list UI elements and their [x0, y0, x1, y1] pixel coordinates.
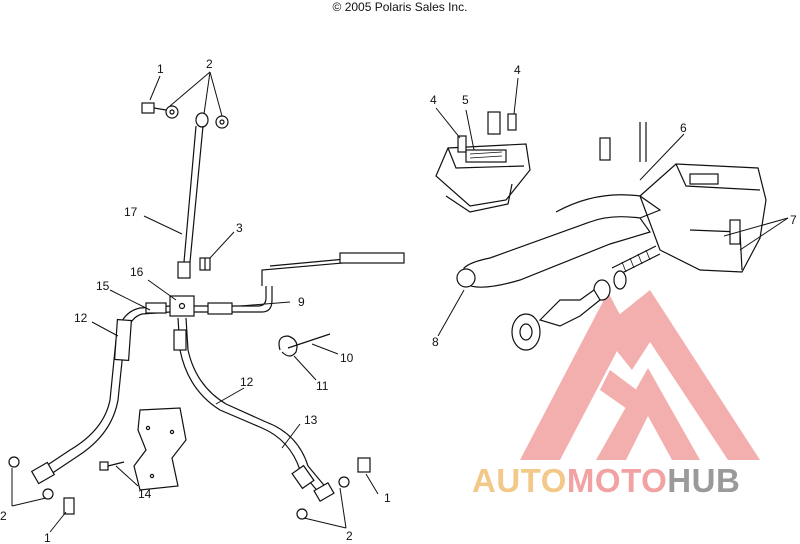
callout-8: 8 [432, 335, 439, 349]
junction-block [169, 295, 195, 317]
callout-1-bottom-right: 1 [384, 491, 391, 505]
callout-13: 13 [304, 413, 318, 427]
callout-7: 7 [790, 213, 797, 227]
banjo-bolt-top [141, 102, 229, 129]
callout-5: 5 [462, 93, 469, 107]
callout-2-bottom-left: 2 [0, 509, 7, 523]
banjo-bolt-bottom-left [8, 456, 75, 515]
callout-4-left: 4 [430, 93, 437, 107]
reservoir-cover [435, 143, 531, 213]
hose-left [30, 302, 171, 485]
callout-2: 2 [206, 57, 213, 71]
copyright-text: © 2005 Polaris Sales Inc. [332, 0, 468, 14]
callout-12-right: 12 [240, 375, 254, 389]
callout-16: 16 [130, 265, 144, 279]
mounting-bracket [133, 407, 187, 491]
callout-2-bottom-right: 2 [346, 529, 353, 543]
cover-screws [457, 111, 517, 153]
watermark-auto: AUTO [472, 462, 567, 499]
callout-12-left: 12 [74, 311, 88, 325]
brake-lever [456, 194, 662, 288]
callout-4-right: 4 [514, 63, 521, 77]
master-cylinder-body [639, 163, 767, 273]
callout-14: 14 [138, 487, 152, 501]
watermark-hub: HUB [667, 462, 741, 499]
callout-6: 6 [680, 121, 687, 135]
right-leader-lines [435, 77, 789, 337]
piston-spring [593, 245, 661, 301]
callout-17: 17 [124, 205, 138, 219]
banjo-bolt-bottom-right [296, 457, 371, 520]
left-leader-lines [11, 71, 379, 533]
watermark-logo [520, 290, 760, 460]
callout-15: 15 [96, 279, 110, 293]
dust-boot [511, 289, 601, 351]
hose-clip [278, 333, 331, 357]
callout-1-bottom-left: 1 [44, 531, 51, 544]
callout-3: 3 [236, 221, 243, 235]
hose-right [173, 317, 335, 503]
pivot-pins [599, 122, 741, 245]
brake-line-vertical [177, 125, 204, 279]
master-cylinder-assembly [435, 111, 767, 351]
fitting-3 [199, 257, 211, 271]
left-brake-line-assembly [8, 102, 405, 520]
callout-labels: 1 2 17 3 16 15 12 9 10 11 12 13 14 2 1 1… [0, 57, 797, 544]
callout-10: 10 [340, 351, 354, 365]
watermark-text: AUTOMOTOHUB [472, 462, 740, 500]
callout-1: 1 [157, 62, 164, 76]
screw-14 [99, 461, 125, 471]
callout-11: 11 [316, 379, 329, 393]
watermark-moto: MOTO [566, 462, 668, 499]
callout-9: 9 [298, 295, 305, 309]
